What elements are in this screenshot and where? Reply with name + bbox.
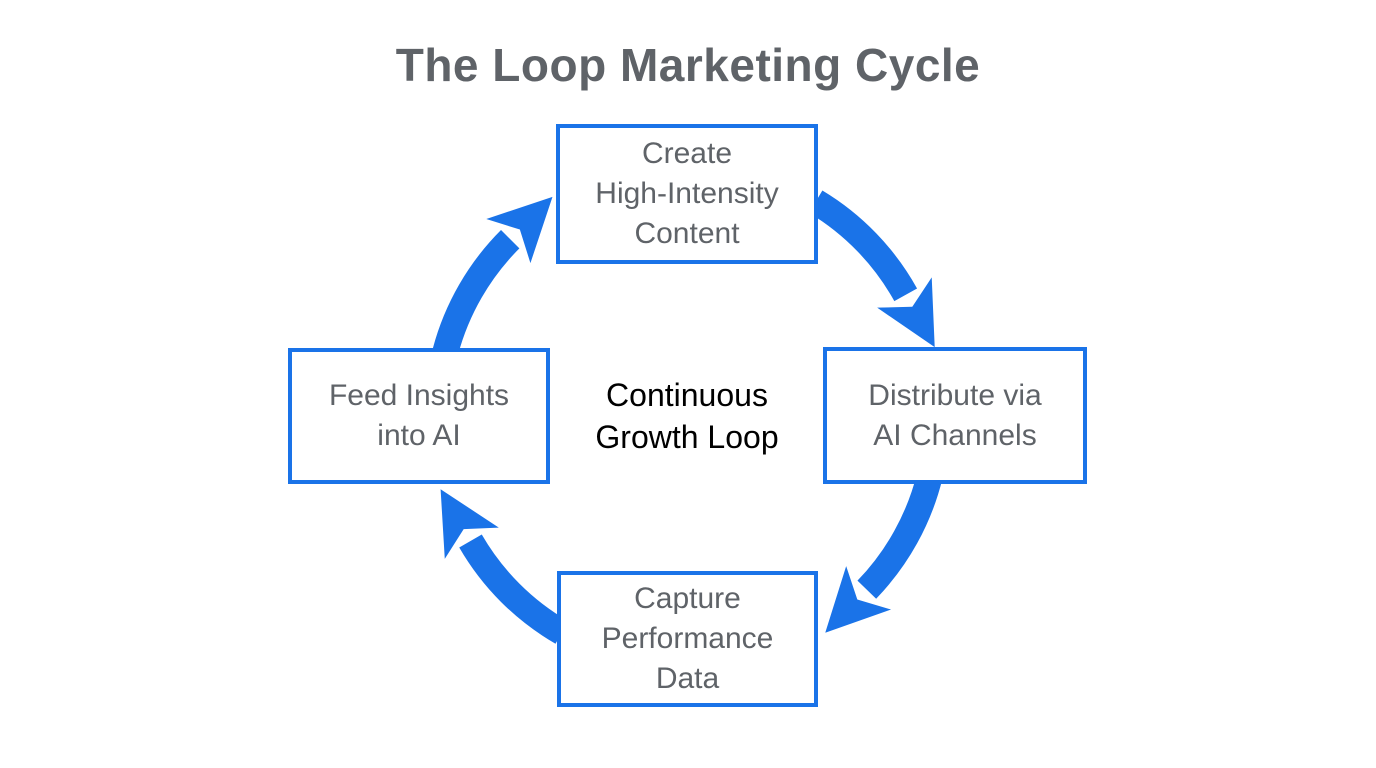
box-label-line: Distribute via xyxy=(868,378,1042,412)
arrow-bottom-to-left xyxy=(440,489,569,644)
cycle-box-capture-data: Capture Performance Data xyxy=(557,571,818,707)
box-label-line: Feed Insights xyxy=(328,379,510,412)
center-label-line: Continuous xyxy=(606,377,768,413)
box-label-line: Create xyxy=(641,137,733,170)
box-label-line: Performance xyxy=(601,622,774,655)
arrow-right-to-bottom xyxy=(825,473,943,633)
center-label: Continuous Growth Loop xyxy=(487,374,887,458)
cycle-box-distribute: Distribute via AI Channels xyxy=(823,347,1087,484)
box-label-line: into AI xyxy=(377,419,461,452)
box-label-line: Capture xyxy=(634,582,741,615)
center-label-line: Growth Loop xyxy=(595,419,779,455)
box-label-line: High-Intensity xyxy=(595,177,779,210)
arrow-left-to-top xyxy=(432,196,553,355)
box-label-line: Content xyxy=(634,217,740,250)
box-label-line: AI Channels xyxy=(873,418,1037,452)
arrow-top-to-right xyxy=(808,190,935,348)
box-label-line: Data xyxy=(655,662,720,695)
page-title: The Loop Marketing Cycle xyxy=(395,39,981,91)
cycle-box-feed-insights: Feed Insights into AI xyxy=(288,348,550,484)
cycle-box-create-content: Create High-Intensity Content xyxy=(556,124,818,264)
